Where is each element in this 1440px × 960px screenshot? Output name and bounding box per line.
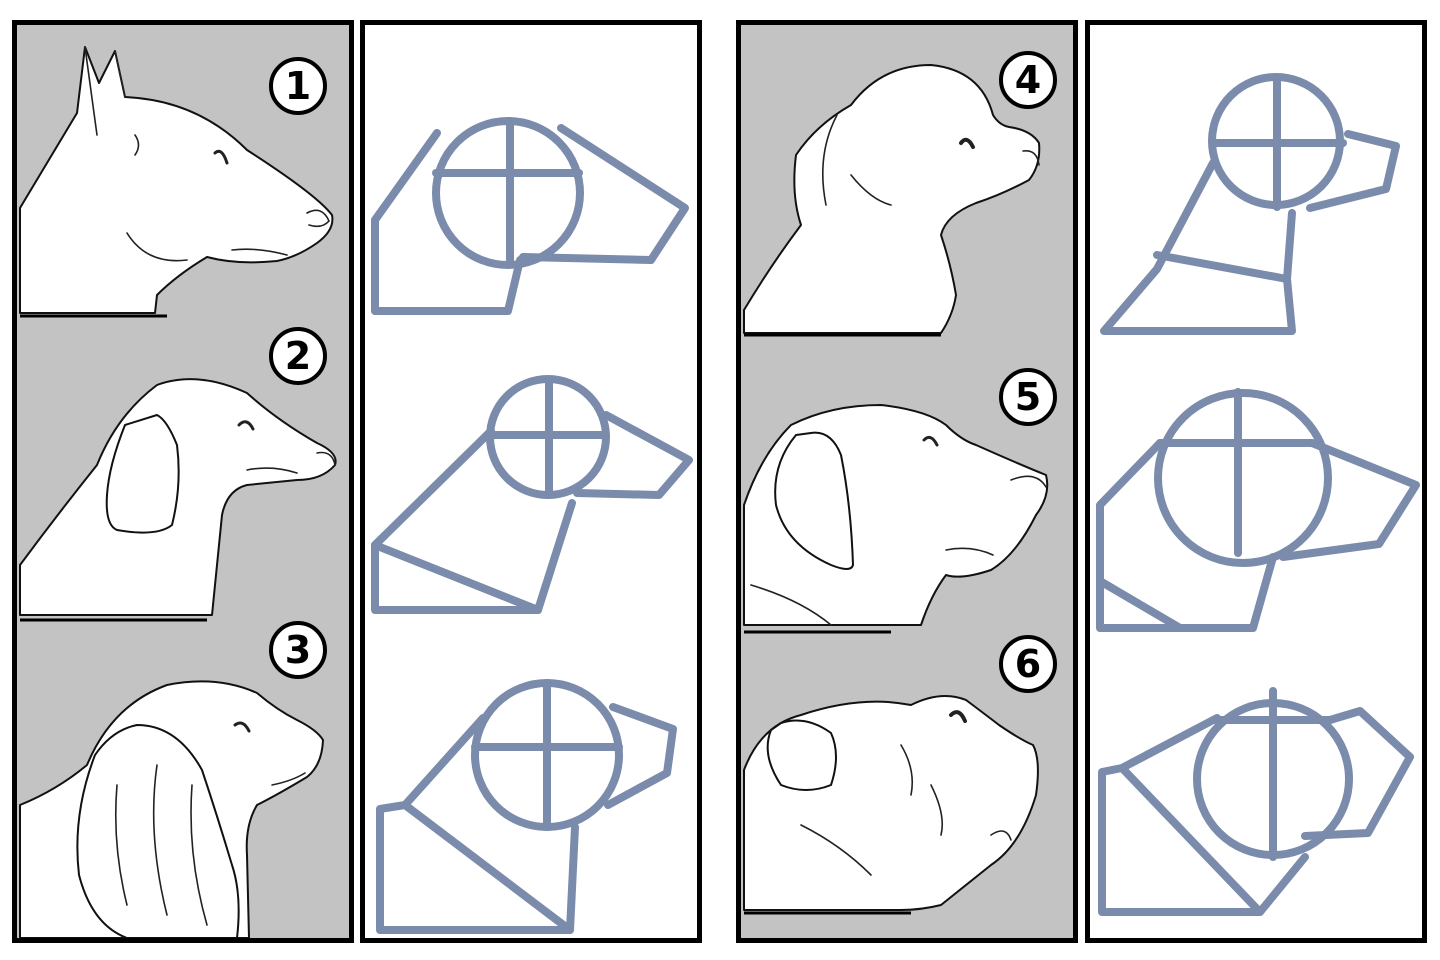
construction-shape-1 (371, 117, 689, 315)
construction-shapes-1-3 (371, 117, 693, 934)
dog-number-badge-2: 2 (269, 327, 327, 385)
dog-sketch-3 (19, 680, 324, 938)
sketch-panel-right: 4 5 6 (736, 20, 1078, 943)
construction-panel-right (1085, 20, 1427, 943)
dog-sketch-2 (19, 378, 337, 622)
dog-number-badge-3: 3 (269, 621, 327, 679)
dog-sketch-4 (743, 64, 1041, 337)
dog-sketch-5 (743, 404, 1049, 634)
construction-shape-5 (1096, 388, 1420, 632)
construction-shape-4 (1100, 73, 1400, 335)
construction-shape-2 (371, 375, 693, 614)
construction-shapes-4-6 (1096, 73, 1420, 916)
dog-sketches-1-3 (19, 46, 337, 938)
dog-number-badge-4: 4 (999, 51, 1057, 109)
dog-sketch-1 (19, 46, 334, 318)
dog-sketches-4-6 (743, 64, 1049, 915)
construction-shape-3 (376, 679, 677, 934)
sketch-panel-left: 1 2 3 (12, 20, 354, 943)
dog-number-badge-6: 6 (999, 635, 1057, 693)
dog-sketch-6 (743, 695, 1039, 915)
dog-number-badge-1: 1 (269, 57, 327, 115)
dog-number-badge-5: 5 (999, 368, 1057, 426)
construction-panel-left (360, 20, 702, 943)
construction-shape-6 (1098, 687, 1414, 916)
